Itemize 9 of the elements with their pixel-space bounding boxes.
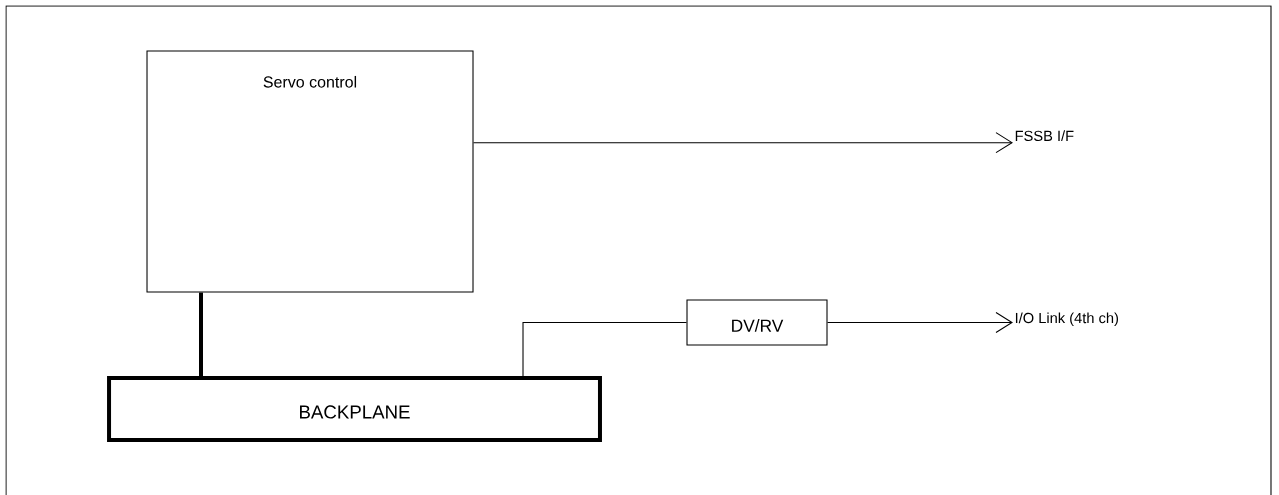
backplane-box: BACKPLANE [107,376,602,442]
connector-line [199,292,203,376]
output-label: FSSB I/F [1015,130,1074,142]
process-box: DV/RV [686,299,828,346]
arrow [827,311,1013,334]
output-label: I/O Link (4th ch) [1015,312,1118,327]
connector-line [522,321,687,377]
arrow [473,132,1013,154]
servo-control-box: Servo control [146,50,474,293]
